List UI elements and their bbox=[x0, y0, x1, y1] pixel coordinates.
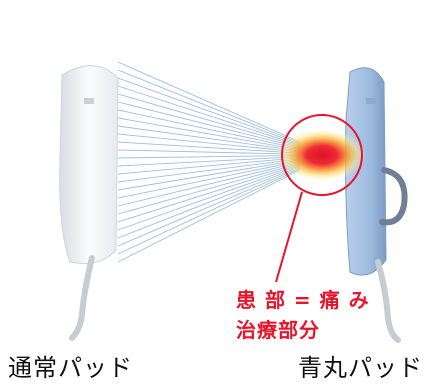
ray-line bbox=[117, 149, 301, 155]
ray-line bbox=[117, 85, 301, 146]
normal-pad-label: 通常パッド bbox=[8, 354, 133, 382]
pad-clip bbox=[379, 167, 408, 226]
ray-line bbox=[117, 93, 301, 147]
rays bbox=[117, 61, 301, 263]
affected-area-circle bbox=[281, 114, 363, 196]
ray-line bbox=[117, 158, 301, 183]
ray-line bbox=[117, 61, 301, 143]
pad-cable bbox=[69, 255, 95, 341]
ray-line bbox=[117, 159, 301, 191]
ray-line bbox=[117, 156, 301, 167]
ray-line bbox=[117, 77, 301, 145]
ray-line bbox=[117, 162, 301, 215]
ray-line bbox=[117, 161, 301, 207]
ray-line bbox=[117, 169, 301, 263]
ray-line bbox=[117, 167, 301, 247]
ray-line bbox=[117, 69, 301, 144]
ray-line bbox=[117, 141, 301, 154]
affected-area-heat bbox=[278, 129, 366, 181]
blue-pad bbox=[345, 67, 408, 343]
ray-line bbox=[117, 165, 301, 231]
ray-line bbox=[117, 133, 301, 153]
ray-line bbox=[117, 101, 301, 149]
ray-line bbox=[117, 163, 301, 223]
normal-pad bbox=[59, 65, 119, 341]
ray-line bbox=[117, 109, 301, 150]
callout-treatment-area: 治療部分 bbox=[236, 318, 320, 342]
pad-cable bbox=[375, 259, 401, 343]
ray-line bbox=[117, 157, 301, 175]
blue-pad-label: 青丸パッド bbox=[298, 354, 423, 382]
ray-line bbox=[117, 117, 301, 151]
callout-affected-area: 患 部 = 痛 み bbox=[236, 288, 370, 312]
pad-logo-icon bbox=[84, 98, 94, 104]
pad-logo-icon bbox=[366, 98, 376, 104]
ray-line bbox=[117, 160, 301, 199]
ray-line bbox=[117, 125, 301, 152]
ray-line bbox=[117, 154, 301, 159]
ray-line bbox=[117, 166, 301, 239]
ray-line bbox=[117, 168, 301, 255]
callout-pointer bbox=[275, 191, 303, 283]
